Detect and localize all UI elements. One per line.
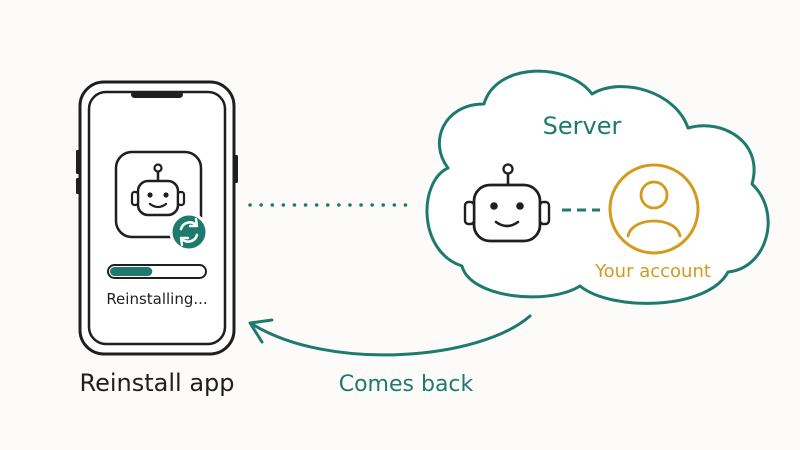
progress-fill bbox=[110, 267, 153, 276]
refresh-icon bbox=[169, 212, 209, 252]
robot-face-icon bbox=[130, 163, 186, 217]
phone-notch bbox=[131, 91, 183, 98]
reinstalling-status: Reinstalling... bbox=[106, 290, 207, 308]
return-arrow bbox=[248, 314, 532, 357]
phone-volume-button-2 bbox=[76, 178, 80, 194]
return-arrow-curve bbox=[250, 314, 532, 357]
app-icon[interactable] bbox=[114, 150, 209, 252]
phone: Reinstalling... bbox=[76, 80, 238, 356]
robot-face-icon bbox=[463, 163, 551, 243]
reinstall-caption: Reinstall app bbox=[79, 369, 234, 397]
account-label: Your account bbox=[594, 261, 711, 282]
phone-volume-button bbox=[76, 150, 80, 174]
comes-back-label: Comes back bbox=[339, 372, 474, 397]
phone-power-button bbox=[234, 155, 238, 183]
cloud-outline bbox=[425, 69, 770, 305]
progress-bar bbox=[107, 264, 207, 279]
user-icon bbox=[608, 163, 700, 255]
server-cloud: Server Your account bbox=[425, 69, 770, 305]
arrow-head-icon bbox=[248, 318, 274, 344]
server-title: Server bbox=[543, 112, 622, 140]
